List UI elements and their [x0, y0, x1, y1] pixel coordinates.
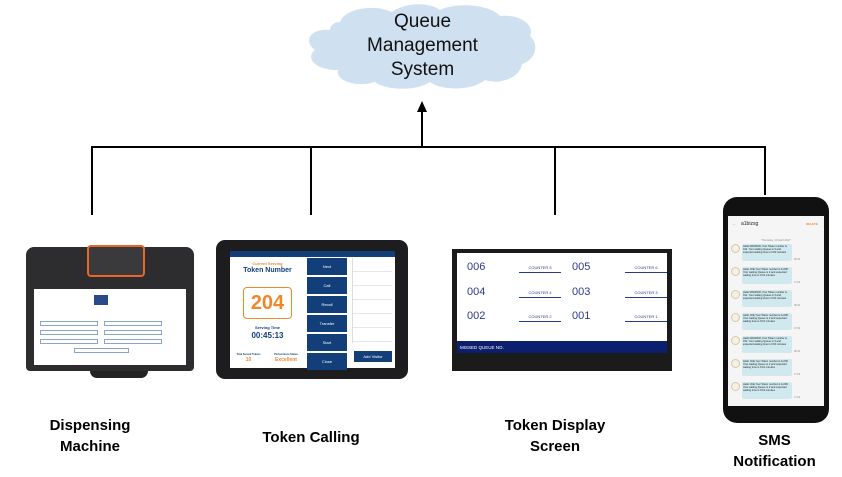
kiosk-service-button: [104, 339, 162, 344]
sms-time: 17:02: [794, 327, 801, 330]
display-counter: COUNTER 1: [625, 314, 667, 322]
kiosk-service-button: [104, 330, 162, 335]
recall-button[interactable]: Recall: [307, 296, 347, 313]
avatar: [731, 359, 740, 368]
token-display-screen: 006 COUNTER 5 005 COUNTER 6 004 COUNTER …: [457, 253, 667, 353]
serving-time: 00:45:13: [251, 331, 284, 340]
transfer-button[interactable]: Transfer: [307, 315, 347, 332]
label-line: Machine: [59, 438, 120, 455]
serving-time-label: Serving Time: [254, 325, 281, 330]
display-counter: COUNTER 6: [625, 265, 667, 273]
label-token-display: Token Display Screen: [490, 415, 620, 457]
sms-time: 17:02: [794, 281, 801, 284]
sms-time: 17:02: [794, 373, 801, 376]
avatar: [731, 313, 740, 322]
display-token: 003: [572, 286, 591, 298]
display-token: 002: [467, 310, 486, 322]
kiosk-screen: [34, 289, 186, 365]
app-header: [230, 251, 395, 257]
label-dispensing-machine: Dispensing Machine: [30, 415, 150, 457]
kiosk-service-button: [40, 339, 98, 344]
logo-icon: [94, 295, 108, 305]
visitor-list: [352, 258, 392, 343]
avatar: [731, 290, 740, 299]
kiosk-service-button: [74, 348, 129, 353]
avatar: [731, 336, 740, 345]
start-button[interactable]: Start: [307, 334, 347, 351]
back-arrow-icon[interactable]: ←: [732, 221, 737, 227]
sms-message: Hello JOE,Your Token number is A-006. Yo…: [742, 382, 792, 399]
token-calling-screen: Current Serving Token Number 204 Serving…: [230, 251, 395, 370]
display-token: 006: [467, 261, 486, 273]
total-served-label: Total Served Tokens: [236, 353, 261, 356]
performance-label: Performance Status: [274, 353, 298, 356]
display-token: 004: [467, 286, 486, 298]
kiosk-service-button: [104, 321, 162, 326]
call-button[interactable]: Call: [307, 277, 347, 294]
display-token: 001: [572, 310, 591, 322]
sms-time: 09:41: [794, 258, 801, 261]
label-line: Screen: [529, 438, 581, 455]
sms-time: 09:41: [794, 350, 801, 353]
display-counter: COUNTER 2: [519, 314, 561, 322]
label-sms-notification: SMS Notification: [717, 430, 832, 472]
cloud-title-line: Queue: [393, 11, 452, 32]
display-counter: COUNTER 4: [519, 290, 561, 298]
next-button[interactable]: Next: [307, 258, 347, 275]
current-serving-label: Current Serving: [252, 261, 283, 266]
kiosk-base: [90, 371, 148, 378]
avatar: [731, 267, 740, 276]
kiosk-service-button: [40, 330, 98, 335]
label-line: Notification: [733, 453, 816, 470]
missed-queue-bar: MISSED QUEUE NO.: [457, 341, 667, 353]
sms-date: Thursday, 13 April 2017: [761, 238, 791, 242]
total-served: 10: [245, 357, 252, 363]
sms-message: Hello MAVRICK,Your Token number is 011. …: [742, 244, 792, 261]
display-token: 005: [572, 261, 591, 273]
avatar: [731, 244, 740, 253]
sms-message: Hello JOE,Your Token number is A-006. Yo…: [742, 267, 792, 284]
label-token-calling: Token Calling: [250, 427, 372, 448]
sms-time: 17:02: [794, 396, 801, 399]
sms-message: Hello JOE,Your Token number is A-006. Yo…: [742, 313, 792, 330]
label-line: Dispensing: [49, 417, 131, 434]
delete-button[interactable]: DELETE: [806, 222, 818, 226]
token-number: 204: [243, 287, 292, 319]
sms-message: Hello MAVRICK,Your Token number is 011. …: [742, 290, 792, 307]
label-line: Token Calling: [262, 429, 360, 446]
arrow-head: [417, 101, 427, 112]
sms-contact: a1bizsg: [741, 221, 759, 227]
performance-status: Excellent: [275, 357, 297, 363]
display-counter: COUNTER 3: [625, 290, 667, 298]
cloud-title-line: Management: [367, 35, 478, 56]
sms-time: 09:41: [794, 304, 801, 307]
avatar: [731, 382, 740, 391]
sms-screen: ← a1bizsg DELETE Thursday, 13 April 2017…: [728, 216, 824, 406]
close-button[interactable]: Close: [307, 353, 347, 370]
cloud-title: Queue Management System: [330, 10, 515, 82]
token-number-label: Token Number: [243, 267, 292, 274]
kiosk-printer: [87, 245, 145, 277]
display-counter: COUNTER 5: [519, 265, 561, 273]
add-visitor-button[interactable]: Add Visitor: [354, 351, 392, 362]
cloud-title-line: System: [390, 59, 455, 80]
kiosk-service-button: [40, 321, 98, 326]
sms-message: Hello JOE,Your Token number is A-006. Yo…: [742, 359, 792, 376]
label-line: Token Display: [504, 417, 606, 434]
cloud-shape: [309, 4, 536, 89]
label-line: SMS: [758, 432, 791, 449]
sms-message: Hello MAVRICK,Your Token number is 011. …: [742, 336, 792, 353]
